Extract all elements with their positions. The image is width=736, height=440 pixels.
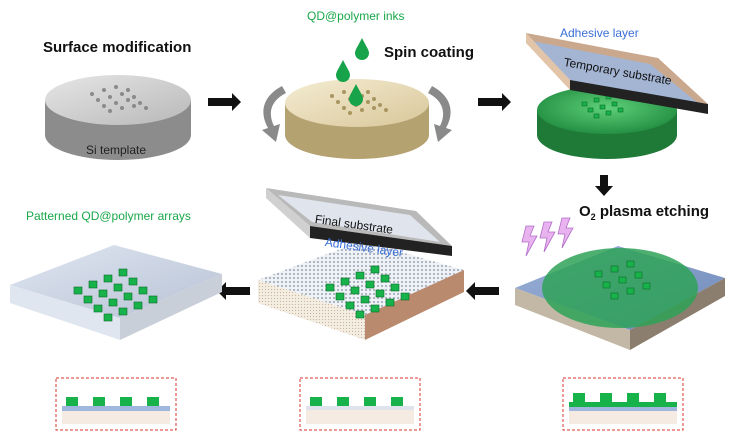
arrow-down-icon bbox=[595, 175, 613, 196]
cross-section-inset-right bbox=[562, 377, 684, 431]
label-patterned-arrays: Patterned QD@polymer arrays bbox=[26, 209, 191, 223]
final-substrate-slab bbox=[258, 241, 464, 340]
rotation-arrow-icon bbox=[262, 86, 452, 142]
temporary-substrate-plate bbox=[526, 33, 708, 114]
arrow-right-icon bbox=[208, 93, 241, 111]
label-adhesive-layer-top: Adhesive layer bbox=[560, 26, 639, 40]
lightning-icon bbox=[521, 217, 574, 257]
plasma-o: O bbox=[579, 203, 591, 220]
arrow-left-icon bbox=[217, 282, 250, 300]
arrow-right-icon bbox=[478, 93, 511, 111]
plasma-etching-slab bbox=[515, 246, 725, 350]
patterned-arrays-slab bbox=[10, 245, 222, 340]
cross-section-inset-middle bbox=[299, 377, 421, 431]
label-inks: QD@polymer inks bbox=[307, 9, 405, 23]
label-plasma-etching: O2 plasma etching bbox=[579, 203, 709, 222]
si-template-disk bbox=[45, 75, 191, 160]
template-holes bbox=[90, 85, 148, 113]
plasma-sub: 2 bbox=[590, 212, 596, 222]
droplet-icon bbox=[336, 38, 369, 106]
cross-section-inset-left bbox=[55, 377, 177, 431]
arrow-left-icon bbox=[466, 282, 499, 300]
label-spin-coating: Spin coating bbox=[384, 44, 474, 61]
final-substrate-plate bbox=[266, 188, 452, 256]
spin-coating-disk bbox=[285, 79, 429, 159]
plasma-rest: plasma etching bbox=[595, 203, 710, 220]
label-surface-modification: Surface modification bbox=[43, 39, 192, 56]
label-si-template: Si template bbox=[86, 143, 147, 157]
